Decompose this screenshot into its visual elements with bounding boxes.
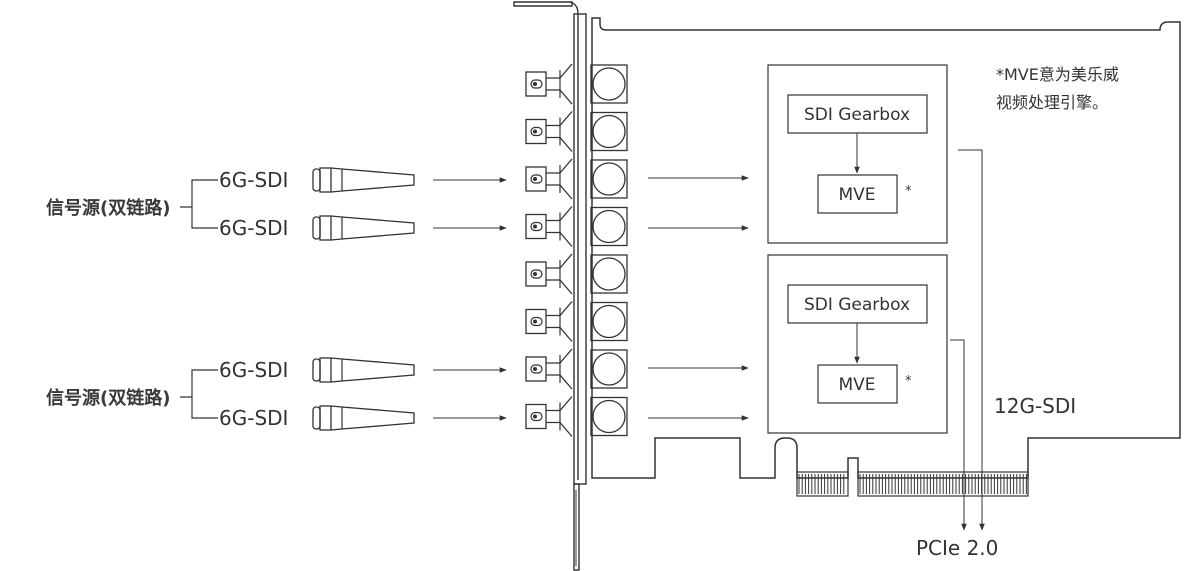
footnote-line-1: *MVE意为美乐威 bbox=[996, 65, 1119, 84]
bus-label-pcie: PCIe 2.0 bbox=[916, 536, 998, 560]
sdi-cable-icon bbox=[312, 357, 415, 383]
sdi-cable-icon bbox=[312, 167, 415, 193]
mve-footnote-mark: * bbox=[905, 184, 912, 199]
bnc-connector bbox=[525, 396, 628, 437]
gold-fingers-left bbox=[796, 471, 849, 497]
output-line-module-1 bbox=[958, 149, 985, 531]
bnc-connector bbox=[525, 348, 628, 390]
sdi-cable-icon bbox=[312, 405, 415, 431]
bnc-connector bbox=[525, 301, 628, 342]
output-line-module-2 bbox=[950, 339, 967, 531]
sdi-signal-label: 6G-SDI bbox=[219, 216, 288, 240]
processing-module-1: SDI Gearbox MVE * bbox=[767, 64, 948, 244]
signal-source-group: 信号源(双链路) 6G-SDI 6G-SDI bbox=[46, 167, 749, 241]
bnc-connector bbox=[525, 253, 628, 295]
mve-box bbox=[817, 174, 898, 214]
mve-footnote-mark: * bbox=[905, 374, 912, 389]
mve-box bbox=[817, 364, 898, 404]
sdi-cable-icon bbox=[312, 215, 415, 241]
bnc-connector-group bbox=[525, 63, 628, 437]
sdi-input-link: 6G-SDI bbox=[219, 405, 749, 431]
output-label-12g-sdi: 12G-SDI bbox=[994, 394, 1076, 418]
sdi-input-link: 6G-SDI bbox=[219, 357, 749, 383]
sdi-signal-label: 6G-SDI bbox=[219, 406, 288, 430]
signal-source-label: 信号源(双链路) bbox=[46, 197, 170, 219]
sdi-input-link: 6G-SDI bbox=[219, 167, 749, 193]
sdi-gearbox-label: SDI Gearbox bbox=[804, 105, 910, 125]
mounting-bracket bbox=[513, 1, 587, 571]
pcie-board-outline bbox=[591, 17, 1181, 479]
bnc-connector bbox=[525, 206, 628, 247]
bnc-connector bbox=[525, 111, 628, 152]
gold-fingers-right bbox=[857, 471, 1029, 497]
processing-module-2: SDI Gearbox MVE * bbox=[767, 254, 948, 434]
bnc-connector bbox=[525, 63, 628, 105]
mve-label: MVE bbox=[838, 375, 875, 395]
input-signal-group: 信号源(双链路) 6G-SDI 6G-SDI 信号源(双链路) 6G-SDI 6G-SDI bbox=[46, 167, 749, 431]
mve-label: MVE bbox=[838, 185, 875, 205]
sdi-input-link: 6G-SDI bbox=[219, 215, 749, 241]
signal-source-label: 信号源(双链路) bbox=[46, 387, 170, 409]
bnc-connector bbox=[525, 158, 628, 200]
signal-source-group: 信号源(双链路) 6G-SDI 6G-SDI bbox=[46, 357, 749, 431]
sdi-signal-label: 6G-SDI bbox=[219, 168, 288, 192]
footnote-line-2: 视频处理引擎。 bbox=[996, 93, 1108, 112]
sdi-signal-label: 6G-SDI bbox=[219, 358, 288, 382]
sdi-gearbox-label: SDI Gearbox bbox=[804, 295, 910, 315]
